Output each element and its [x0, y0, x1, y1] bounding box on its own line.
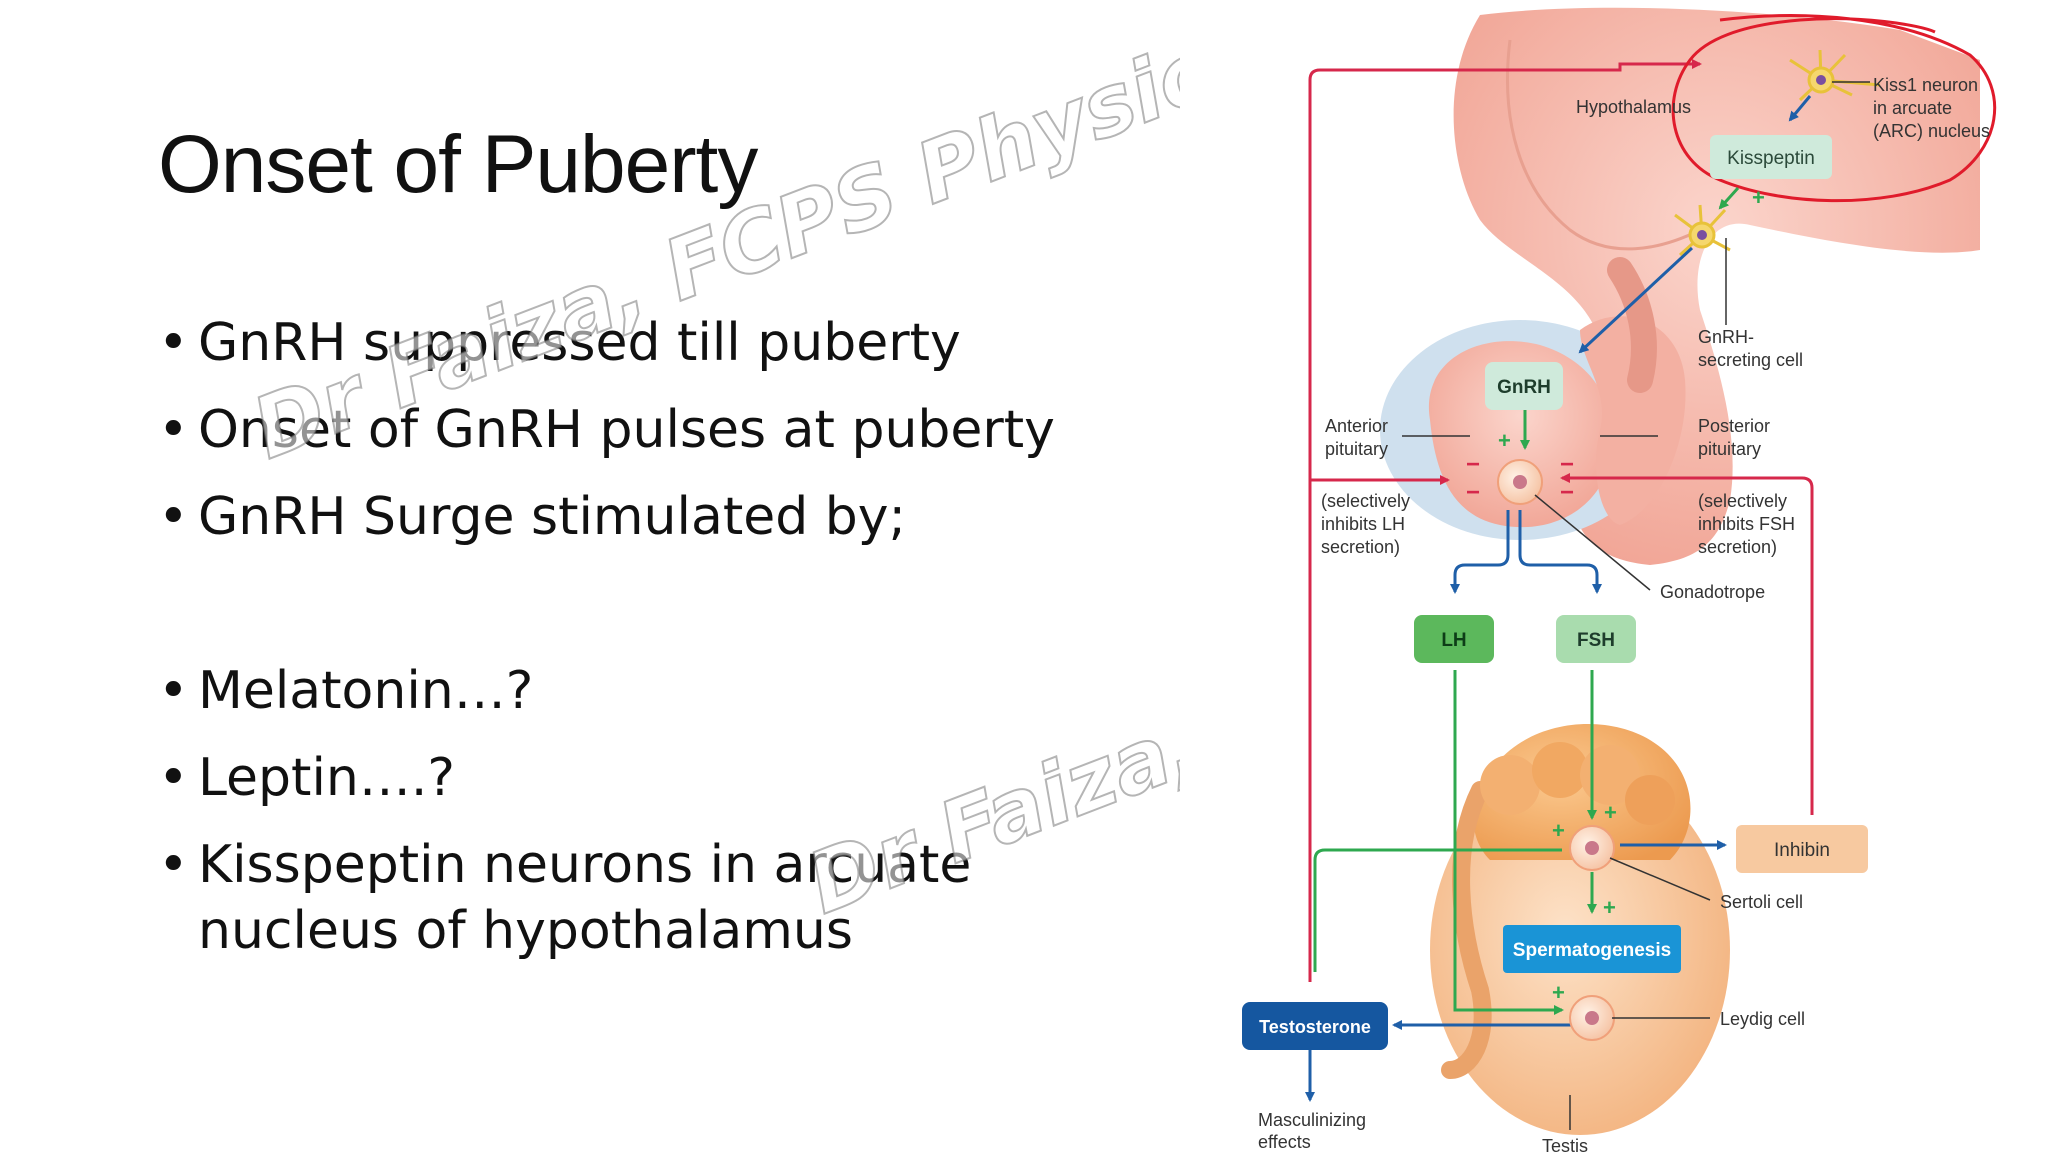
inhibin-label: Inhibin	[1774, 840, 1830, 861]
testosterone-box	[1242, 1002, 1388, 1050]
selective-fsh-note: secretion)	[1698, 537, 1777, 557]
spermatogenesis-label: Spermatogenesis	[1513, 940, 1671, 961]
gnrh-neuron	[1674, 204, 1731, 257]
hypothalamus-label: Hypothalamus	[1576, 97, 1691, 117]
anterior-pituitary-label: Anterior	[1325, 416, 1388, 436]
spermatogenesis-box	[1503, 925, 1681, 973]
lh-box	[1414, 615, 1494, 663]
gnrh-cell-label: secreting cell	[1698, 350, 1803, 370]
fsh-box	[1556, 615, 1636, 663]
plus-sign: +	[1552, 818, 1565, 843]
kiss1-label: Kiss1 neuron	[1873, 75, 1978, 95]
bullet-item: Leptin….?	[158, 745, 1178, 811]
testis-label: Testis	[1542, 1136, 1588, 1152]
masculinizing-label: Masculinizing	[1258, 1110, 1366, 1130]
fsh-label: FSH	[1577, 630, 1615, 651]
minus-sign: −	[1466, 451, 1480, 478]
lh-label: LH	[1441, 630, 1466, 651]
plus-sign: +	[1498, 428, 1511, 453]
kiss1-neuron	[1789, 49, 1881, 102]
kisspeptin-label: Kisspeptin	[1727, 148, 1815, 169]
gnrh-cell-label: GnRH-	[1698, 327, 1754, 347]
selective-lh-note: (selectively	[1321, 491, 1410, 511]
inhibin-feedback-line	[1560, 473, 1814, 815]
epididymis	[1473, 724, 1691, 860]
hpg-axis-diagram: Kisspeptin GnRH LH FSH Inhibin Spermatog…	[1180, 0, 2048, 1152]
testosterone-label: Testosterone	[1259, 1017, 1371, 1037]
selective-fsh-note: inhibits FSH	[1698, 514, 1795, 534]
bullet-item: Kisspeptin neurons in arcuate nucleus of…	[158, 832, 1178, 964]
posterior-pituitary-label: Posterior	[1698, 416, 1770, 436]
kisspeptin-box	[1710, 135, 1832, 179]
annotation-circle	[1671, 14, 1997, 203]
sertoli-label: Sertoli cell	[1720, 892, 1803, 912]
posterior-pituitary	[1580, 316, 1686, 525]
anterior-pituitary-label: pituitary	[1325, 439, 1388, 459]
posterior-pituitary-label: pituitary	[1698, 439, 1761, 459]
selective-lh-note: secretion)	[1321, 537, 1400, 557]
testosterone-feedback-line	[1308, 59, 1702, 982]
bullet-item: Onset of GnRH pulses at puberty	[158, 397, 1178, 463]
kiss1-label: in arcuate	[1873, 98, 1952, 118]
plus-sign: +	[1752, 185, 1765, 210]
gonadotrope-label: Gonadotrope	[1660, 582, 1765, 602]
bullet-item: GnRH suppressed till puberty	[158, 310, 1178, 376]
inhibin-box	[1736, 825, 1868, 873]
bullet-list: GnRH suppressed till puberty Onset of Gn…	[158, 310, 1178, 985]
minus-sign: −	[1466, 479, 1480, 506]
kiss1-label: (ARC) nucleus	[1873, 121, 1990, 141]
plus-sign: +	[1552, 980, 1565, 1005]
minus-sign: −	[1560, 479, 1574, 506]
minus-sign: −	[1560, 451, 1574, 478]
selective-lh-note: inhibits LH	[1321, 514, 1405, 534]
hypothalamus-tissue	[1453, 7, 1980, 566]
leydig-label: Leydig cell	[1720, 1009, 1805, 1029]
bullet-item: GnRH Surge stimulated by;	[158, 484, 1178, 550]
masculinizing-label: effects	[1258, 1132, 1311, 1152]
plus-sign: +	[1604, 800, 1617, 825]
gnrh-label: GnRH	[1497, 377, 1551, 398]
selective-fsh-note: (selectively	[1698, 491, 1787, 511]
bullet-item: Melatonin…?	[158, 658, 1178, 724]
plus-sign: +	[1603, 895, 1616, 920]
gnrh-box	[1485, 362, 1563, 410]
slide-title: Onset of Puberty	[158, 119, 758, 210]
